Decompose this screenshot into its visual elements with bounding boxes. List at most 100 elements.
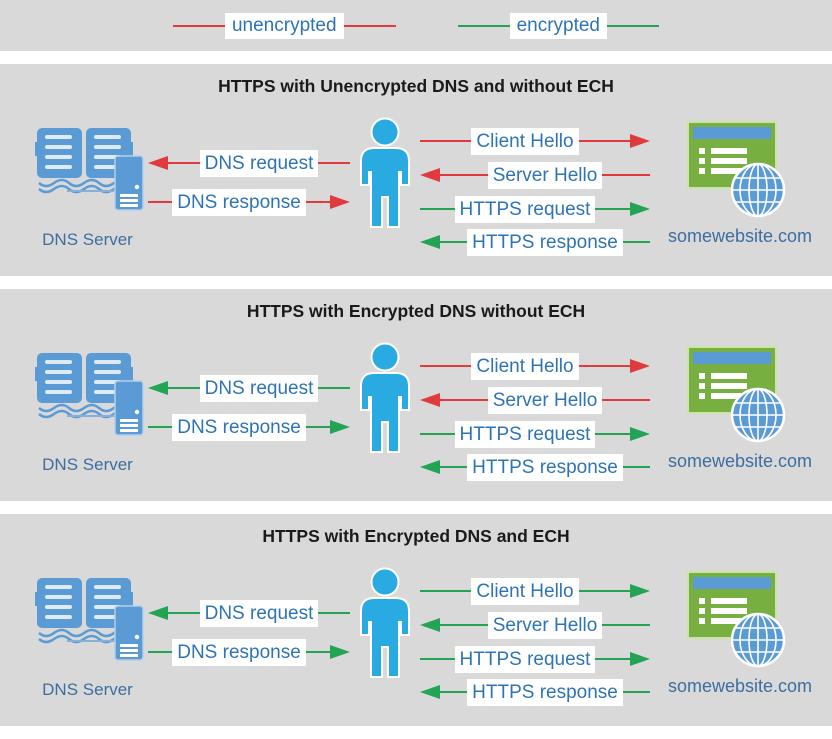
- arrow-dns-response: DNS response: [148, 413, 350, 441]
- person-icon: [360, 342, 410, 453]
- arrow-label: HTTPS response: [467, 228, 623, 256]
- arrow-head-right-icon: [330, 645, 350, 659]
- arrow-client-hello: Client Hello: [420, 577, 650, 605]
- arrow-line: [440, 691, 468, 693]
- arrow-head-left-icon: [420, 460, 440, 474]
- panel-title: HTTPS with Encrypted DNS and ECH: [262, 526, 570, 546]
- legend-line: [172, 24, 225, 27]
- website-icon: [687, 121, 786, 218]
- arrow-line: [578, 365, 630, 367]
- arrow-dns-request: DNS request: [148, 374, 350, 402]
- arrow-head-left-icon: [420, 235, 440, 249]
- panel-title: HTTPS with Unencrypted DNS and without E…: [218, 76, 614, 96]
- website-label: somewebsite.com: [667, 451, 813, 471]
- arrow-line: [420, 590, 472, 592]
- arrow-line: [622, 691, 651, 693]
- panel-title: HTTPS with Encrypted DNS without ECH: [246, 301, 586, 321]
- arrow-line: [440, 399, 488, 401]
- arrow-line: [578, 140, 630, 142]
- legend-label: encrypted: [509, 12, 608, 39]
- arrow-line: [440, 241, 468, 243]
- arrow-head-right-icon: [630, 652, 650, 666]
- website-icon: [687, 571, 786, 668]
- arrow-line: [420, 658, 455, 660]
- arrow-client-hello: Client Hello: [420, 127, 650, 155]
- arrow-https-request: HTTPS request: [420, 645, 650, 673]
- legend-item-encrypted: encrypted: [457, 12, 660, 39]
- arrow-head-left-icon: [420, 168, 440, 182]
- arrow-line: [318, 162, 350, 164]
- arrow-head-right-icon: [330, 420, 350, 434]
- arrow-label: Server Hello: [487, 611, 603, 639]
- website-label: somewebsite.com: [667, 676, 813, 696]
- arrow-head-left-icon: [148, 381, 168, 395]
- arrow-line: [318, 387, 350, 389]
- website-icon: [687, 346, 786, 443]
- legend-line: [343, 24, 396, 27]
- arrow-head-left-icon: [420, 393, 440, 407]
- arrow-line: [420, 365, 472, 367]
- legend-item-unencrypted: unencrypted: [172, 12, 396, 39]
- arrow-line: [168, 387, 200, 389]
- arrow-label: HTTPS request: [454, 420, 596, 448]
- dns-server-icon: [35, 578, 144, 661]
- arrow-label: Server Hello: [487, 386, 603, 414]
- arrow-label: Server Hello: [487, 161, 603, 189]
- arrow-line: [420, 140, 472, 142]
- arrow-line: [595, 658, 630, 660]
- arrow-label: Client Hello: [471, 127, 579, 155]
- arrow-line: [420, 433, 455, 435]
- arrow-line: [578, 590, 630, 592]
- arrow-head-right-icon: [630, 359, 650, 373]
- arrow-line: [168, 612, 200, 614]
- dns-server-label: DNS Server: [42, 680, 133, 699]
- arrow-line: [305, 651, 330, 653]
- arrow-label: HTTPS request: [454, 195, 596, 223]
- website-label: somewebsite.com: [667, 226, 813, 246]
- arrow-line: [595, 208, 630, 210]
- arrow-head-right-icon: [630, 584, 650, 598]
- arrow-line: [440, 466, 468, 468]
- arrow-line: [148, 201, 173, 203]
- arrow-https-response: HTTPS response: [420, 453, 651, 481]
- arrow-line: [305, 426, 330, 428]
- legend-bar: unencrypted encrypted: [0, 0, 832, 51]
- person-icon: [360, 567, 410, 678]
- arrow-server-hello: Server Hello: [420, 386, 651, 414]
- arrow-line: [602, 174, 651, 176]
- arrow-dns-response: DNS response: [148, 638, 350, 666]
- arrow-dns-request: DNS request: [148, 149, 350, 177]
- dns-server-icon: [35, 128, 144, 211]
- arrow-head-right-icon: [630, 202, 650, 216]
- panel-encrypted-dns: HTTPS with Encrypted DNS without ECH DNS…: [0, 289, 832, 501]
- arrow-line: [148, 651, 173, 653]
- panel-encrypted-dns-ech: HTTPS with Encrypted DNS and ECH DNS Ser…: [0, 514, 832, 726]
- arrow-line: [148, 426, 173, 428]
- arrow-client-hello: Client Hello: [420, 352, 650, 380]
- arrow-label: DNS response: [172, 188, 306, 216]
- arrow-server-hello: Server Hello: [420, 611, 651, 639]
- arrow-head-left-icon: [148, 606, 168, 620]
- arrow-head-right-icon: [330, 195, 350, 209]
- arrow-https-request: HTTPS request: [420, 420, 650, 448]
- arrow-head-left-icon: [420, 685, 440, 699]
- arrow-label: HTTPS response: [467, 678, 623, 706]
- arrow-line: [440, 174, 488, 176]
- arrow-line: [602, 399, 651, 401]
- arrow-head-right-icon: [630, 427, 650, 441]
- arrow-https-response: HTTPS response: [420, 228, 651, 256]
- arrow-label: HTTPS request: [454, 645, 596, 673]
- arrow-label: DNS request: [199, 374, 319, 402]
- arrow-line: [168, 162, 200, 164]
- arrow-label: HTTPS response: [467, 453, 623, 481]
- arrow-head-left-icon: [148, 156, 168, 170]
- dns-server-label: DNS Server: [42, 230, 133, 249]
- dns-server-icon: [35, 353, 144, 436]
- arrow-line: [440, 624, 488, 626]
- arrow-head-right-icon: [630, 134, 650, 148]
- legend-line: [457, 24, 510, 27]
- legend-line: [607, 24, 660, 27]
- arrow-label: DNS request: [199, 149, 319, 177]
- panel-unencrypted-dns: HTTPS with Unencrypted DNS and without E…: [0, 64, 832, 276]
- arrow-line: [318, 612, 350, 614]
